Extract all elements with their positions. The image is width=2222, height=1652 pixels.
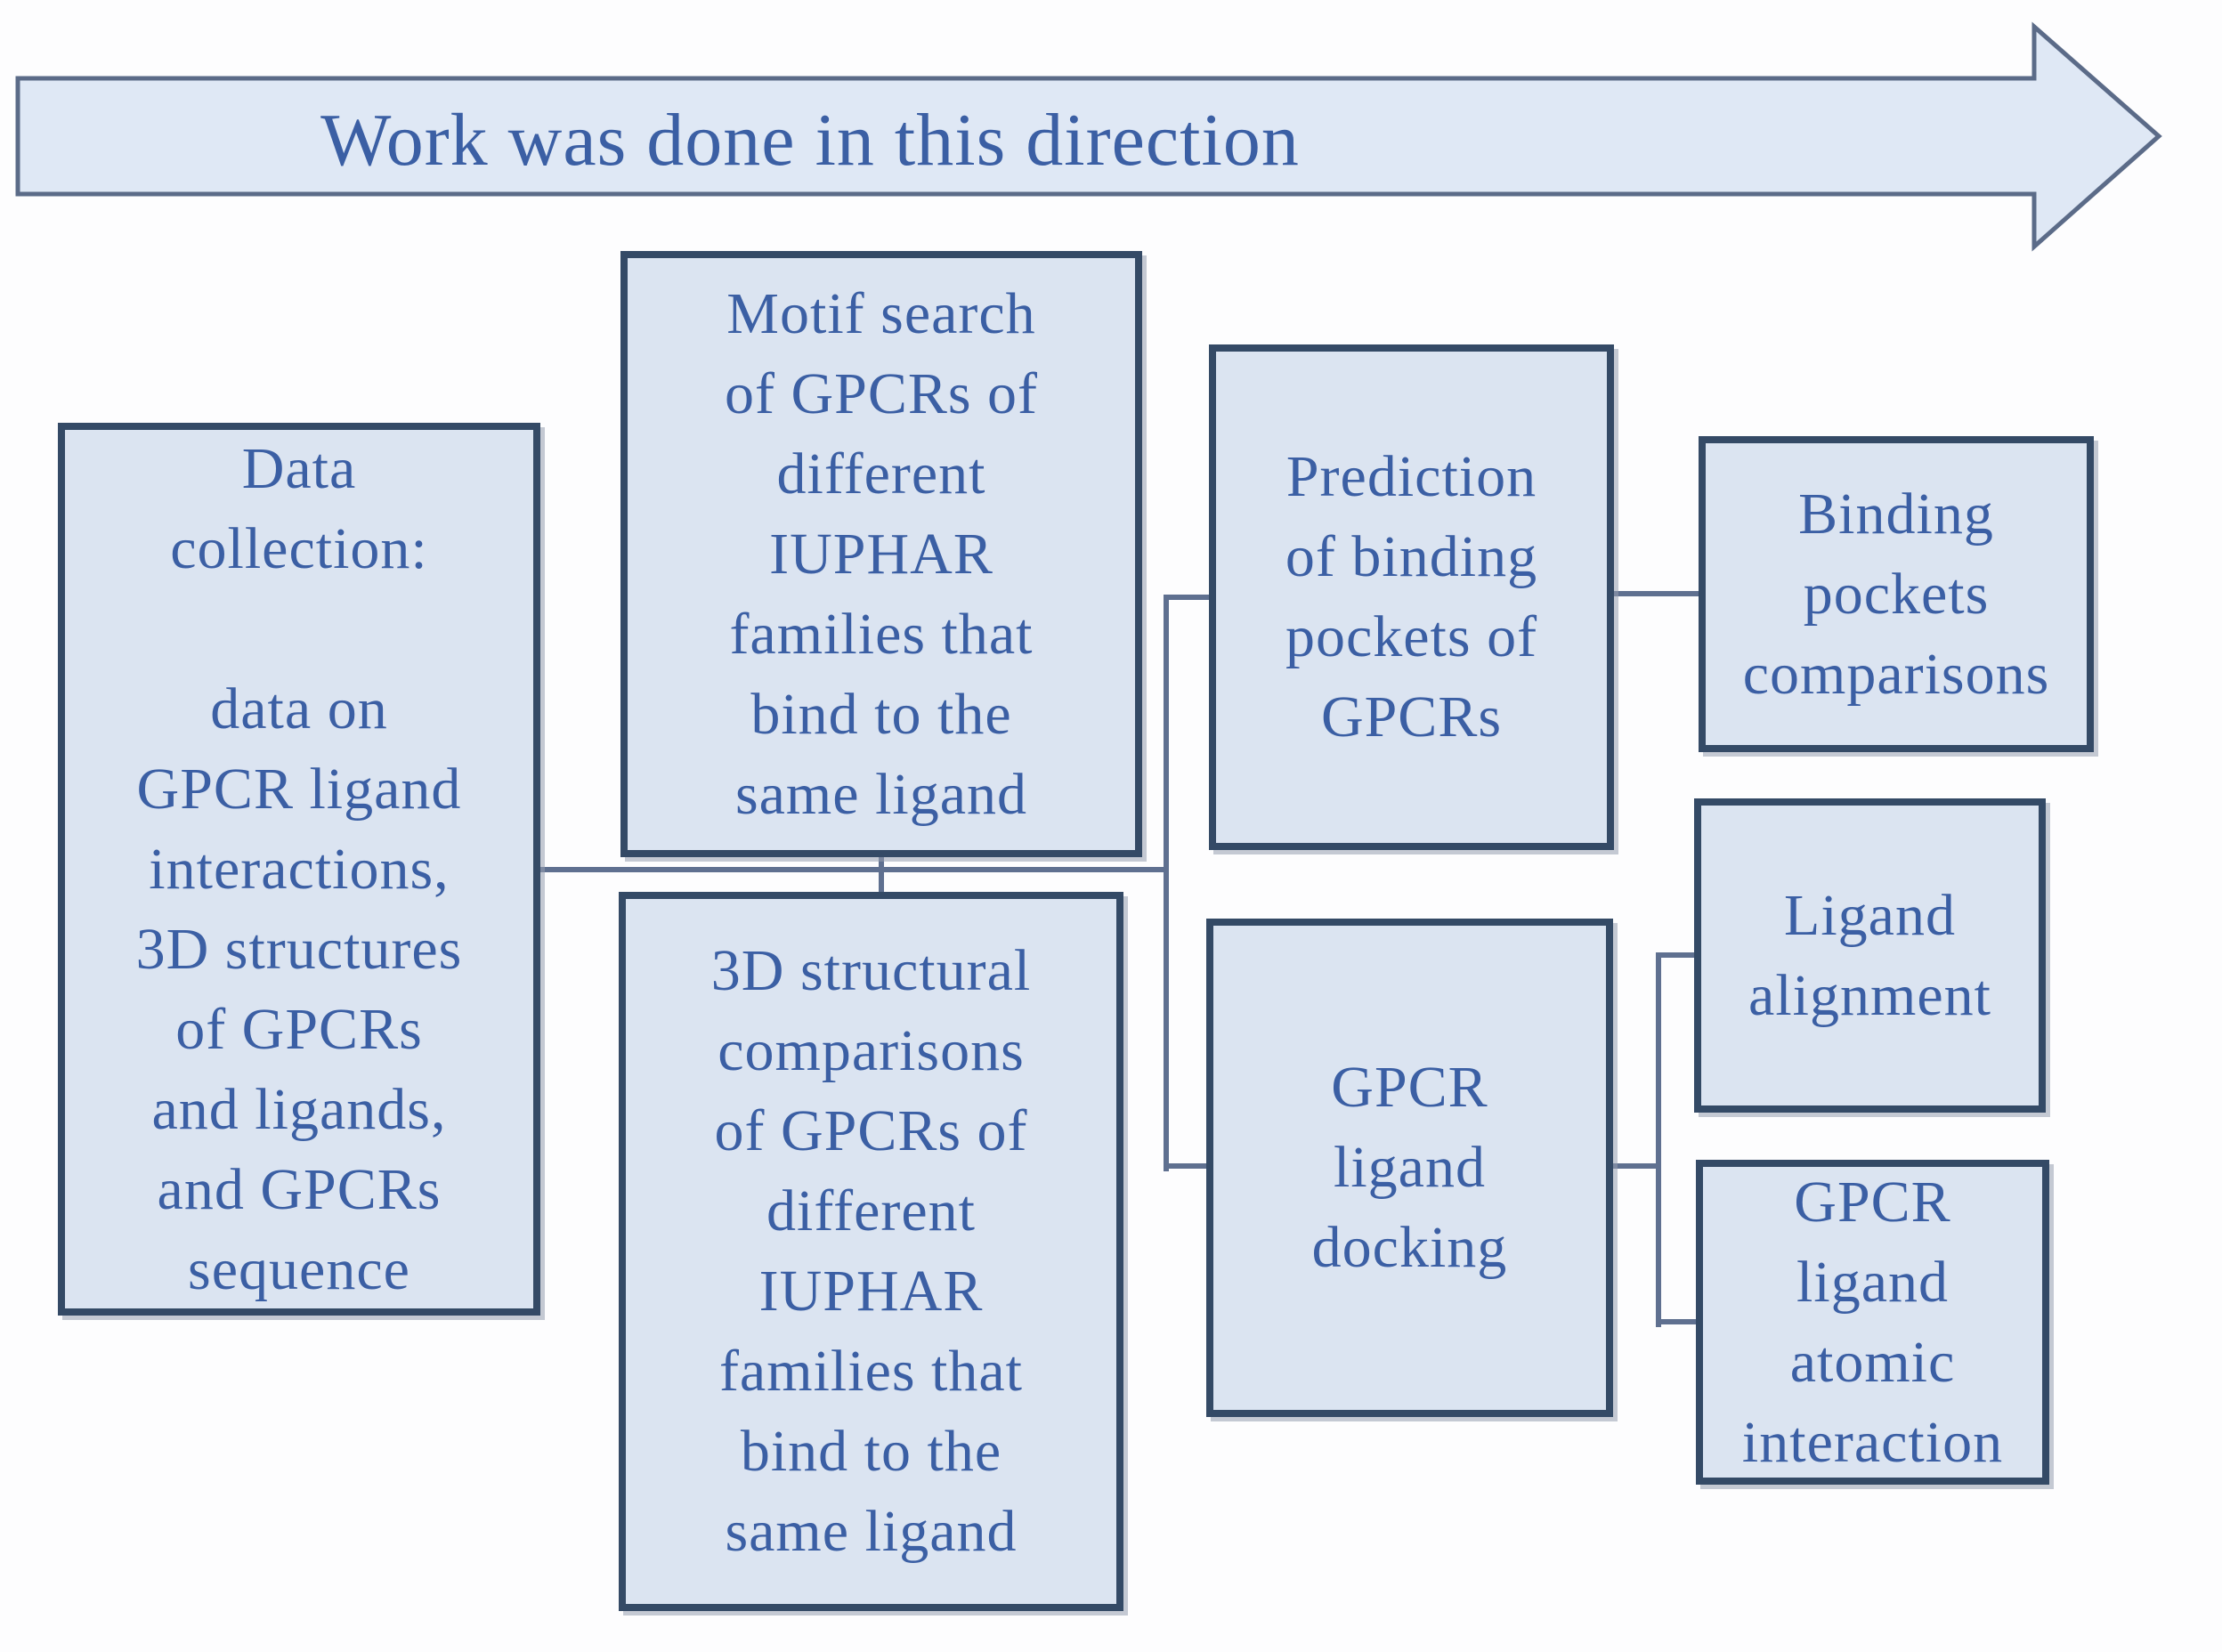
box-3d-structural-comparisons: 3D structural comparisons of GPCRs of di… — [619, 892, 1123, 1611]
direction-arrow-shape — [15, 21, 2162, 252]
direction-arrow — [15, 21, 2162, 252]
box-gpcr-ligand-atomic-interaction: GPCR ligand atomic interaction — [1696, 1160, 2049, 1485]
box-gpcr-ligand-docking-text: GPCR ligand docking — [1311, 1055, 1508, 1280]
box-gpcr-ligand-atomic-interaction-text: GPCR ligand atomic interaction — [1741, 1169, 2004, 1475]
box-motif-search: Motif search of GPCRs of different IUPHA… — [620, 251, 1142, 857]
box-data-collection-text: Data collection: data on GPCR ligand int… — [135, 435, 463, 1302]
connector-motif-to-structural — [879, 857, 884, 894]
box-prediction-binding-pockets-text: Prediction of binding pockets of GPCRs — [1285, 444, 1538, 749]
connector-bracket2-to-alignment — [1656, 952, 1694, 958]
connector-bracket2-to-interaction — [1656, 1319, 1696, 1324]
connector-bracket1-vertical — [1164, 595, 1169, 1171]
connector-main-horizontal — [540, 867, 1169, 872]
connector-bracket1-to-prediction — [1164, 595, 1209, 600]
box-gpcr-ligand-docking: GPCR ligand docking — [1206, 919, 1613, 1417]
connector-docking-to-bracket2 — [1613, 1163, 1661, 1169]
direction-arrow-label: Work was done in this direction — [320, 98, 1300, 182]
box-3d-structural-comparisons-text: 3D structural comparisons of GPCRs of di… — [710, 938, 1032, 1564]
box-ligand-alignment: Ligand alignment — [1694, 798, 2046, 1113]
box-ligand-alignment-text: Ligand alignment — [1748, 882, 1991, 1028]
connector-bracket1-to-docking — [1164, 1163, 1206, 1169]
box-data-collection: Data collection: data on GPCR ligand int… — [58, 423, 540, 1316]
box-binding-pockets-comparisons: Binding pockets comparisons — [1699, 436, 2094, 752]
connector-bracket2-vertical — [1656, 952, 1661, 1327]
box-motif-search-text: Motif search of GPCRs of different IUPHA… — [724, 280, 1039, 827]
box-binding-pockets-comparisons-text: Binding pockets comparisons — [1742, 481, 2050, 707]
box-prediction-binding-pockets: Prediction of binding pockets of GPCRs — [1209, 344, 1614, 850]
connector-prediction-to-binding — [1614, 591, 1699, 596]
